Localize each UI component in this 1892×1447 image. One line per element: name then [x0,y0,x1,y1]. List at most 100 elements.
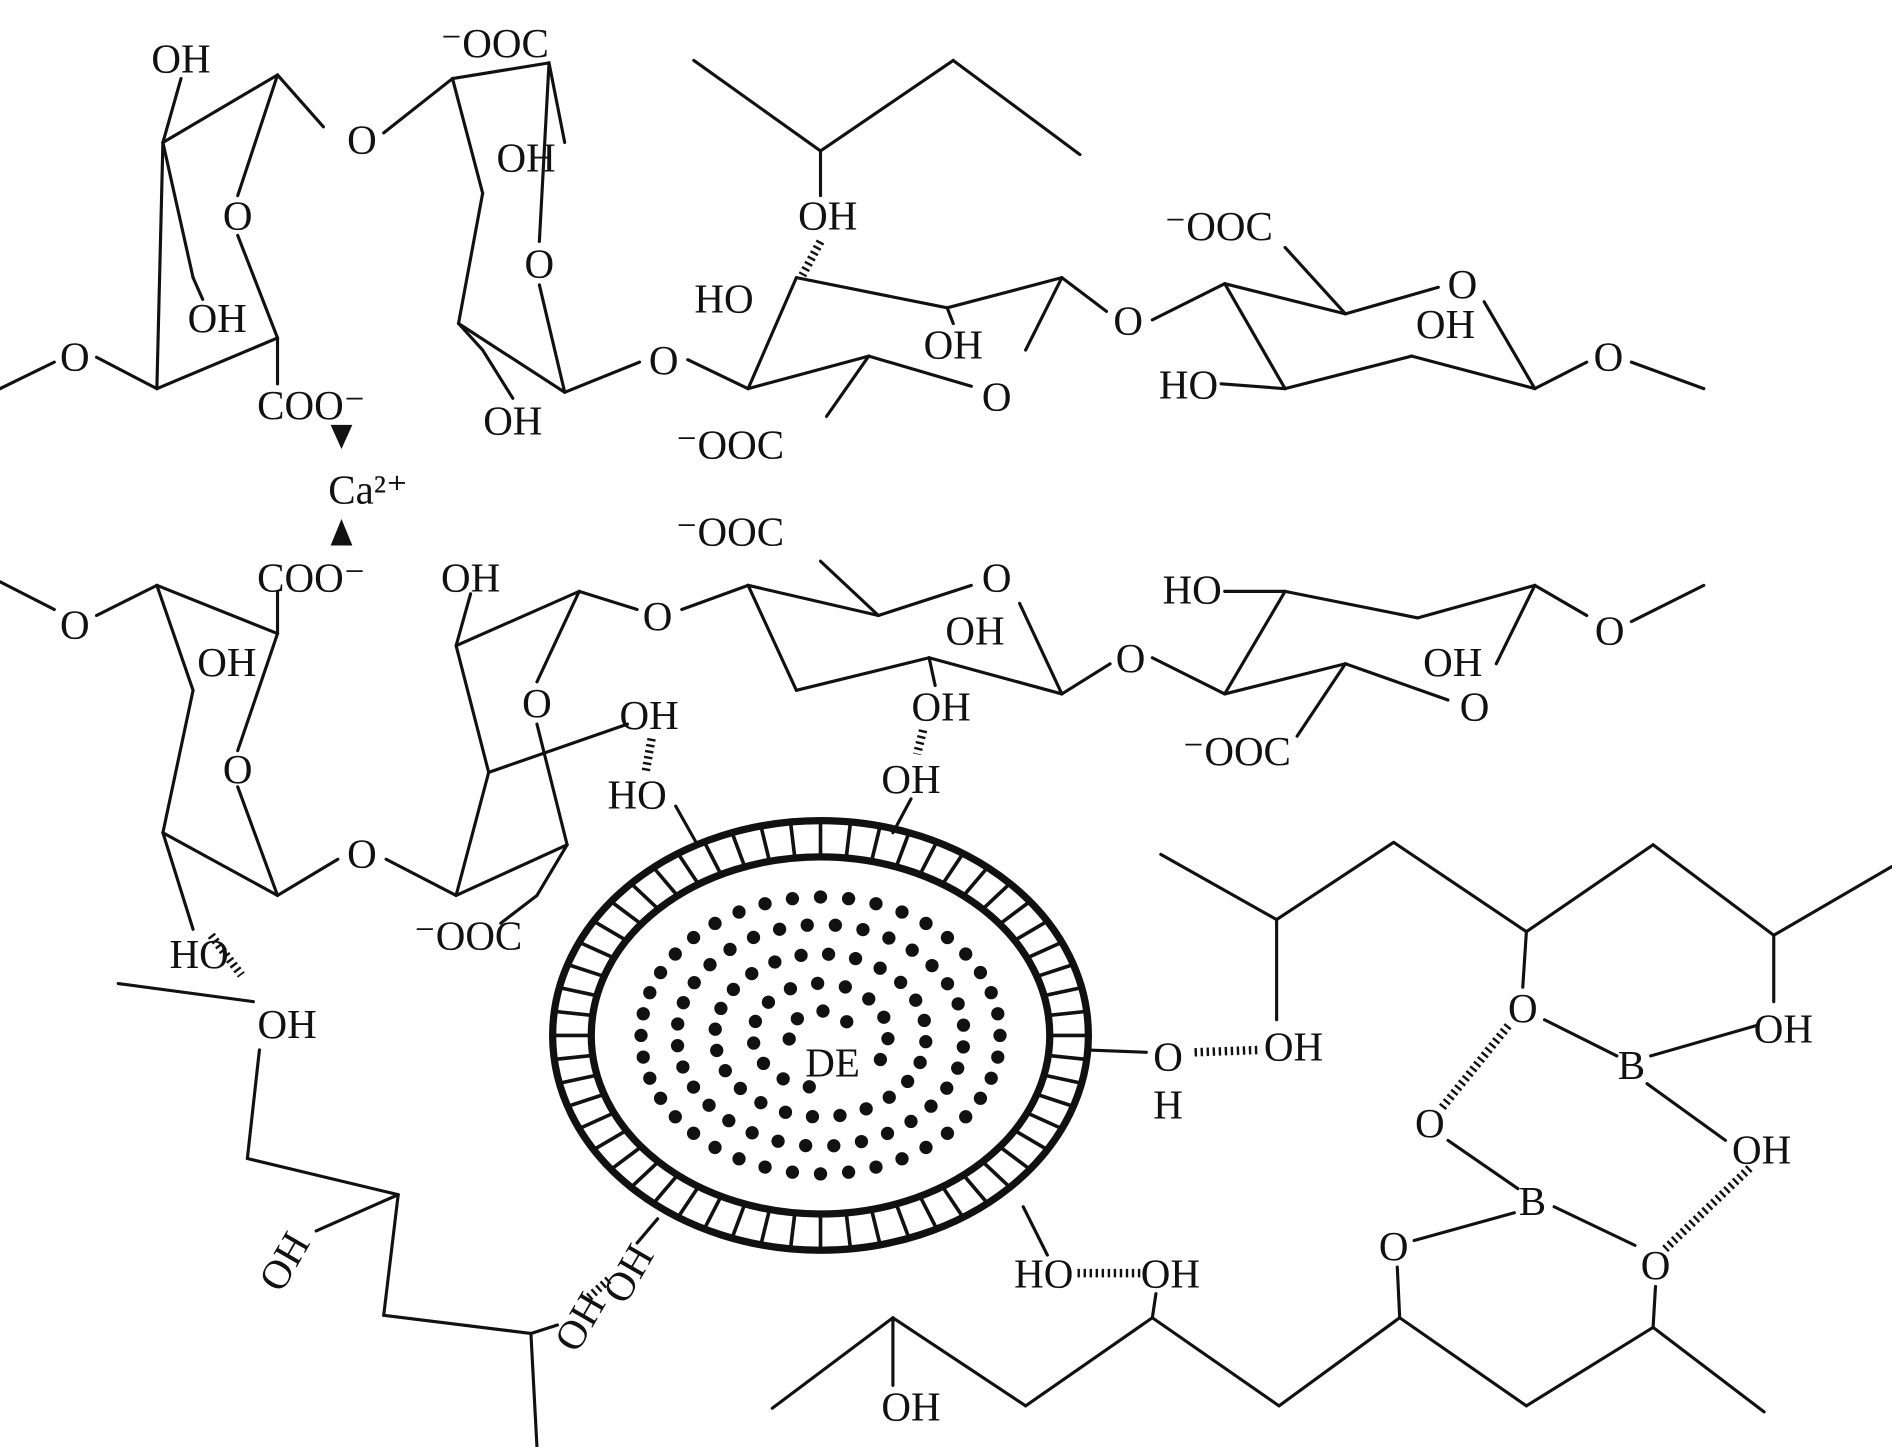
pore-dot [718,1063,732,1078]
bond-line [1542,1018,1619,1058]
pore-dot [783,982,798,996]
bond-line [547,61,567,145]
bond-line [1772,864,1892,937]
bond-line [155,336,280,391]
pore-dot [854,1134,869,1149]
bond-line [818,58,955,153]
bond-line [1533,360,1589,391]
shell-segment [676,1185,701,1219]
shell-segment [1036,1092,1074,1109]
bond-line [275,73,325,129]
pore-dot [636,1007,650,1021]
bond-line [1223,662,1347,696]
atom-label: OH [798,192,857,238]
bond-line [1024,1316,1154,1408]
atom-label: O [1113,297,1143,343]
pore-dot [913,1055,927,1070]
bond-line [927,656,937,688]
bond-line [674,804,700,847]
bond-line [236,73,280,198]
bond-line [1398,1316,1528,1408]
bond-line [454,644,491,774]
bond-line [1150,656,1227,696]
shell-segment [998,900,1032,926]
bond-line [535,722,569,847]
pore-dot [882,1090,896,1104]
bond-line [116,981,255,1004]
pore-dot [671,1017,685,1031]
bond-line [746,276,798,391]
bond-line [314,1193,400,1233]
atom-labels: OHOOOHOCOO⁻⁻OOCOHOOHOOHHOOHO⁻OOC⁻OOCOOHO… [60,20,1813,1429]
atom-label: OH [1754,1006,1813,1052]
pore-dot [880,1126,895,1141]
pore-dot [723,942,737,957]
bond-line [456,191,485,326]
bond-line [1412,1211,1516,1243]
pore-dot [833,1108,847,1123]
bond-line [155,583,195,692]
pore-dot [745,966,759,981]
bond-line [1150,282,1227,322]
pore-dot [732,905,746,919]
pore-dot [745,1126,759,1140]
atom-label: O [1415,1100,1445,1146]
shell-segment [567,962,605,979]
bond-line [818,559,880,618]
pore-dot [940,977,955,991]
shell-segment [962,866,989,897]
shell-segment [759,825,772,862]
shell-segment [1048,1009,1087,1018]
bond-line [824,354,871,418]
bond-line [191,276,205,301]
bond-line [680,583,750,612]
atom-label: O [643,593,673,639]
pore-dot [785,1165,800,1179]
pore-dot [805,1109,820,1124]
bond-line [499,893,539,925]
bond-line [275,857,340,898]
atom-label: OH [593,1236,662,1310]
shell-segment [676,852,701,886]
particle-inner-shell [587,853,1054,1218]
shell-segment [981,1160,1012,1189]
bond-line [456,321,485,352]
pore-dot [782,1032,796,1046]
bond-line [1150,1316,1281,1408]
shell-segment [844,1212,853,1250]
atom-label: O [982,373,1012,419]
pore-dot [722,1114,736,1128]
bond-line [1060,662,1112,696]
shell-segment [894,832,911,868]
pore-dot [746,930,761,945]
shell-segment [629,882,660,911]
pore-dot [813,1167,828,1181]
shell-segment [730,832,747,868]
atom-label: ⁻OOC [414,913,522,959]
pore-dot [732,1152,746,1166]
atom-label: HO [607,772,666,818]
pore-dot [772,922,787,936]
pore-dot [708,1140,722,1155]
pore-dot [895,1152,909,1166]
bond-line [686,358,750,391]
bond-line [876,583,973,618]
shell-segment [962,1173,989,1205]
pore-dot [778,1105,793,1119]
bond-line [945,306,955,326]
pore-dot [828,918,843,932]
pore-dot [924,1099,938,1113]
pore-dot [768,955,782,969]
shell-segment [788,1212,797,1250]
bond-line [1524,1325,1655,1408]
atom-label: O [522,680,552,726]
bond-line [161,76,183,145]
pore-dot [811,976,825,990]
bond-line [1533,583,1589,618]
bond-line [1223,282,1347,316]
atom-label: OH [545,1284,614,1358]
bond-line [577,589,639,612]
bond-line [161,140,195,280]
atom-label: Ca²⁺ [328,466,408,512]
